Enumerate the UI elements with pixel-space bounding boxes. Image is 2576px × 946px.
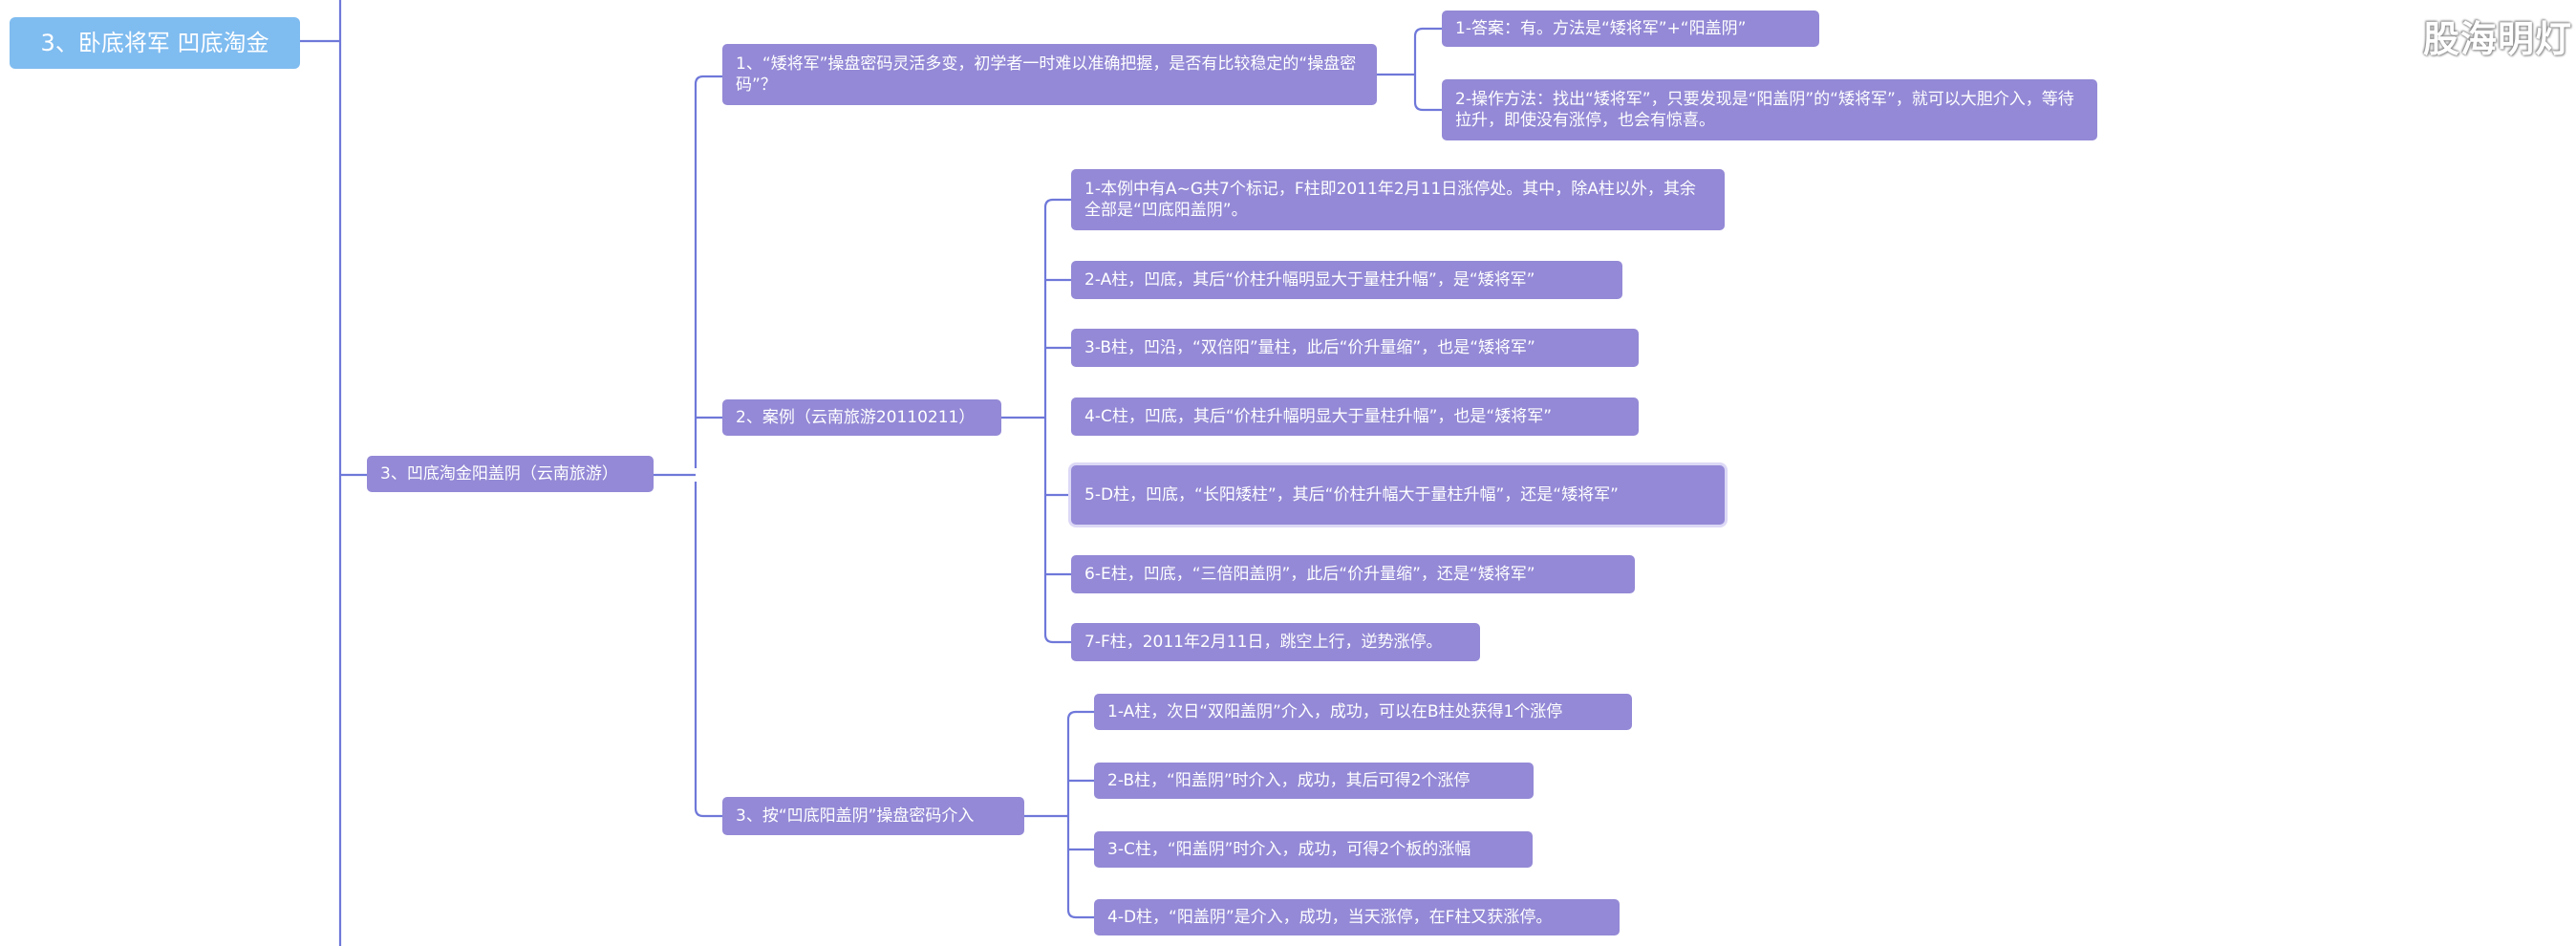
topic-2-child-4[interactable]: 4-C柱，凹底，其后“价柱升幅明显大于量柱升幅”，也是“矮将军” <box>1071 398 1639 436</box>
topic-2-child-3[interactable]: 3-B柱，凹沿，“双倍阳”量柱，此后“价升量缩”，也是“矮将军” <box>1071 329 1639 367</box>
topic-3-child-4[interactable]: 4-D柱，“阳盖阴”是介入，成功，当天涨停，在F柱又获涨停。 <box>1094 899 1620 935</box>
topic-1-child-1[interactable]: 1-答案：有。方法是“矮将军”+“阳盖阴” <box>1442 11 1819 47</box>
topic-2-child-5[interactable]: 5-D柱，凹底，“长阳矮柱”，其后“价柱升幅大于量柱升幅”，还是“矮将军” <box>1071 465 1725 525</box>
topic-2[interactable]: 2、案例（云南旅游20110211） <box>722 399 1001 436</box>
topic-3-child-3[interactable]: 3-C柱，“阳盖阴”时介入，成功，可得2个板的涨幅 <box>1094 831 1533 868</box>
topic-3[interactable]: 3、按“凹底阳盖阴”操盘密码介入 <box>722 797 1024 835</box>
topic-2-child-7[interactable]: 7-F柱，2011年2月11日，跳空上行，逆势涨停。 <box>1071 623 1480 661</box>
watermark-text: 股海明灯 <box>2422 18 2572 60</box>
topic-1-child-2[interactable]: 2-操作方法：找出“矮将军”，只要发现是“阳盖阴”的“矮将军”，就可以大胆介入，… <box>1442 79 2097 140</box>
topic-2-child-1[interactable]: 1-本例中有A~G共7个标记，F柱即2011年2月11日涨停处。其中，除A柱以外… <box>1071 169 1725 230</box>
topic-2-child-6[interactable]: 6-E柱，凹底，“三倍阳盖阴”，此后“价升量缩”，还是“矮将军” <box>1071 555 1635 593</box>
topic-2-child-2[interactable]: 2-A柱，凹底，其后“价柱升幅明显大于量柱升幅”，是“矮将军” <box>1071 261 1622 299</box>
topic-3-child-1[interactable]: 1-A柱，次日“双阳盖阴”介入，成功，可以在B柱处获得1个涨停 <box>1094 694 1632 730</box>
topic-3-child-2[interactable]: 2-B柱，“阳盖阴”时介入，成功，其后可得2个涨停 <box>1094 763 1534 799</box>
root-topic[interactable]: 3、卧底将军 凹底淘金 <box>10 17 300 69</box>
topic-1[interactable]: 1、“矮将军”操盘密码灵活多变，初学者一时难以准确把握，是否有比较稳定的“操盘密… <box>722 44 1377 105</box>
branch-topic[interactable]: 3、凹底淘金阳盖阴（云南旅游） <box>367 456 654 492</box>
